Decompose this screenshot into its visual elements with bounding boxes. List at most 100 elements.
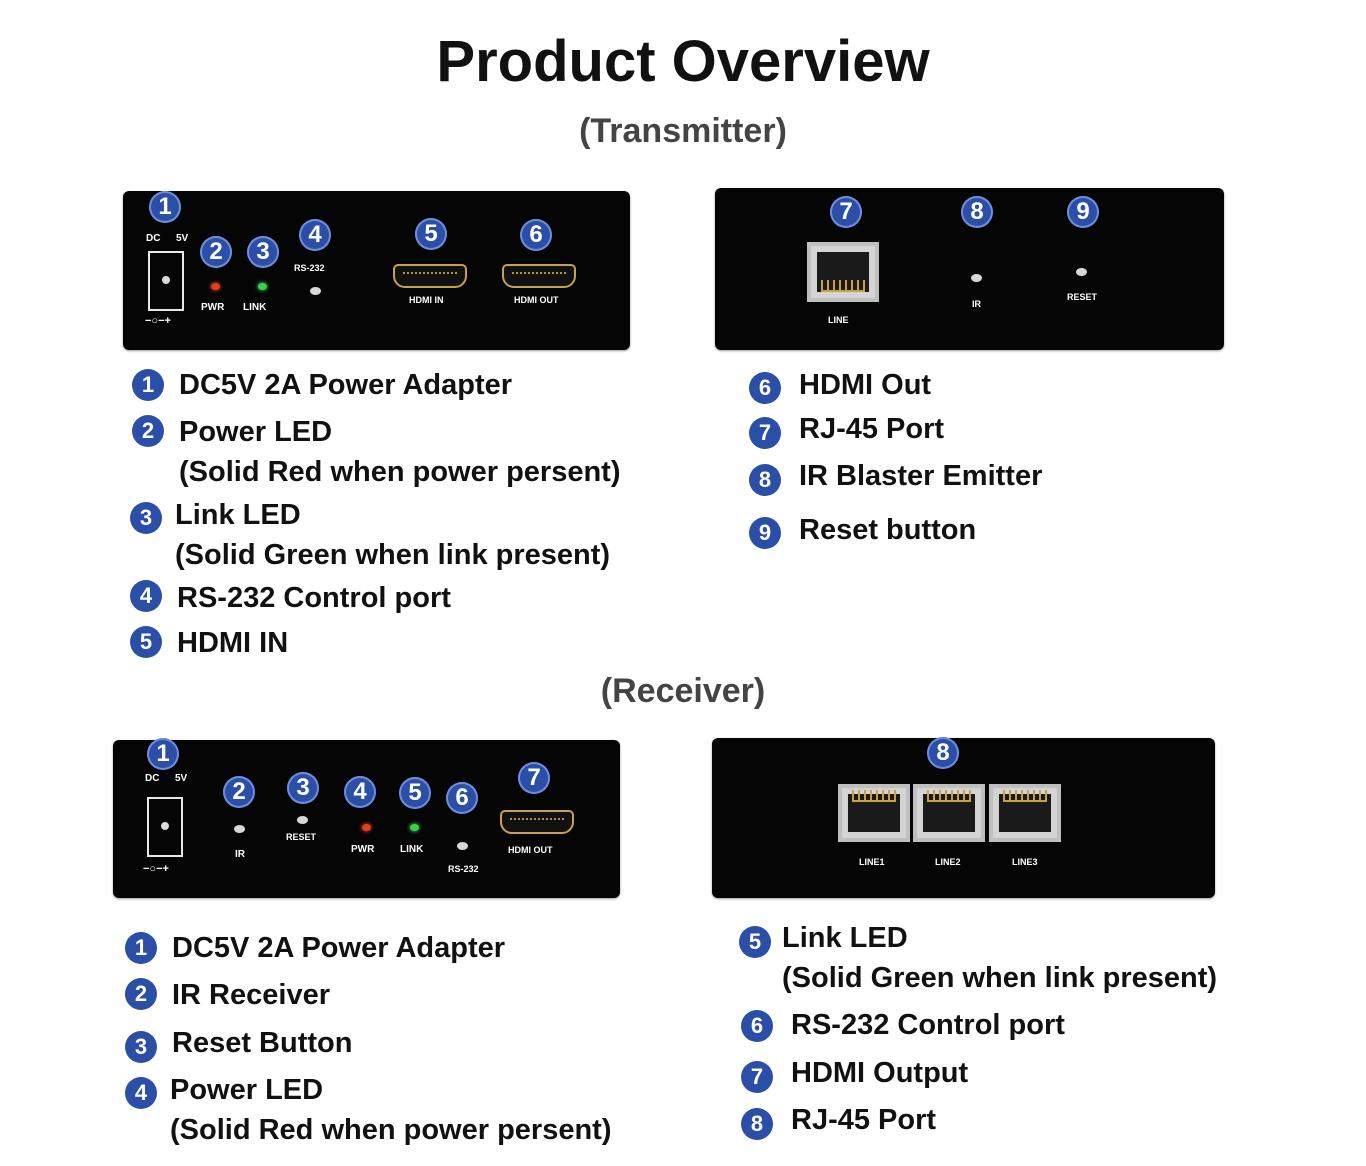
page-title: Product Overview [436,29,930,94]
tx-legend-item-9: Reset button [799,514,977,546]
rx-legend-item-2: IR Receiver [172,979,330,1011]
dc-power-jack [148,251,184,311]
rj45-port [807,242,879,302]
ir-label: IR [972,299,981,309]
rx-legend-badge-4: 4 [125,1077,157,1109]
dc-polarity-symbol: −○−+ [145,315,171,327]
line2-label: LINE2 [935,857,961,867]
rx-ir-label: IR [235,849,245,860]
rx-legend-badge-5: 5 [739,926,771,958]
rx-hdmi-out-port [500,810,574,834]
link-label: LINK [243,302,267,313]
callout-badge-2: 2 [200,236,232,268]
receiver-back-panel: 8 LINE1 LINE2 LINE3 [712,737,1215,898]
callout-badge-5: 5 [415,218,447,250]
hdmi-in-label: HDMI IN [409,295,444,305]
rx-dc-polarity-symbol: −○−+ [143,863,169,875]
rj45-port-line1 [838,784,910,842]
legend-badge-6: 6 [749,372,781,404]
rx-callout-badge-3: 3 [287,772,319,804]
rx-legend-note-4: (Solid Red when power persent) [170,1114,612,1146]
rx-legend-note-5: (Solid Green when link present) [782,962,1218,994]
rx-legend-badge-6: 6 [741,1010,773,1042]
rx-legend-item-5: Link LED [782,922,908,954]
rx-dc-power-jack [147,797,183,857]
rx-legend-item-7: HDMI Output [791,1057,969,1089]
rj45-port-line2 [913,784,985,842]
rx-callout-badge-4: 4 [344,776,376,808]
callout-badge-9: 9 [1067,196,1099,228]
tx-legend-item-8: IR Blaster Emitter [799,460,1043,492]
legend-badge-1: 1 [132,369,164,401]
rx-callout-badge-1: 1 [147,738,179,770]
rx-dc-volt-label: 5V [175,773,188,784]
reset-button [1076,268,1087,276]
receiver-heading: (Receiver) [600,672,766,710]
tx-legend-item-6: HDMI Out [799,369,932,401]
pwr-label: PWR [201,302,225,313]
legend-badge-7: 7 [749,417,781,449]
tx-legend-item-5: HDMI IN [177,627,289,659]
rx-reset-button [297,816,308,824]
tx-legend-item-2: Power LED [179,416,333,448]
ir-emitter [971,274,982,282]
line-label: LINE [828,315,849,325]
rx-legend-item-3: Reset Button [172,1027,353,1059]
legend-badge-4: 4 [130,580,162,612]
rx-legend-badge-7: 7 [741,1061,773,1093]
line3-label: LINE3 [1012,857,1038,867]
dc-volt-label: 5V [176,233,189,244]
receiver-front-panel: 1 DC 5V −○−+ 2 IR 3 RESET 4 PWR 5 LINK 6… [113,738,620,898]
tx-legend-note-2: (Solid Red when power persent) [179,456,621,488]
callout-badge-1: 1 [149,191,181,223]
rs232-label: RS-232 [294,263,325,273]
rx-legend-item-6: RS-232 Control port [791,1009,1065,1041]
rx-ir-receiver [234,825,245,833]
hdmi-out-label: HDMI OUT [514,295,559,305]
hdmi-out-port [502,264,576,288]
rx-legend-badge-3: 3 [125,1031,157,1063]
callout-badge-3: 3 [247,236,279,268]
rx-callout-badge-6: 6 [446,782,478,814]
rx-callout-badge-2: 2 [223,776,255,808]
rx-link-led [410,824,419,831]
rx-hdmi-out-label: HDMI OUT [508,845,553,855]
legend-badge-2: 2 [132,415,164,447]
hdmi-in-port [393,264,467,288]
rx-reset-label: RESET [286,832,317,842]
rx-rs232-label: RS-232 [448,864,479,874]
rx-power-led [362,824,371,831]
reset-label: RESET [1067,292,1098,302]
rj45-port-line3 [989,784,1061,842]
tx-legend-item-3: Link LED [175,499,301,531]
rx-legend-item-4: Power LED [170,1074,324,1106]
rx-link-label: LINK [400,844,424,855]
tx-legend-note-3: (Solid Green when link present) [175,539,611,571]
rx-dc-label: DC [145,773,160,784]
rx-rs232-port [457,842,468,850]
rx-pwr-label: PWR [351,844,375,855]
rx-callout-badge-5: 5 [399,777,431,809]
rx-legend-item-8: RJ-45 Port [791,1104,937,1136]
rx-callout-badge-8: 8 [927,737,959,769]
rx-legend-badge-1: 1 [125,932,157,964]
rx-legend-item-1: DC5V 2A Power Adapter [172,932,506,964]
transmitter-heading: (Transmitter) [579,112,787,150]
transmitter-front-panel: 1 DC 5V −○−+ 2 PWR 3 LINK 4 RS-232 5 HDM… [123,191,630,350]
rs232-port [310,287,321,295]
rx-legend-badge-8: 8 [741,1108,773,1140]
callout-badge-6: 6 [520,219,552,251]
legend-badge-5: 5 [130,626,162,658]
tx-legend-item-7: RJ-45 Port [799,413,945,445]
callout-badge-8: 8 [961,196,993,228]
power-led [211,283,220,290]
transmitter-back-panel: 7 LINE 8 IR 9 RESET [715,188,1224,350]
rx-legend-badge-2: 2 [125,978,157,1010]
legend-badge-9: 9 [749,517,781,549]
tx-legend-item-1: DC5V 2A Power Adapter [179,369,513,401]
callout-badge-4: 4 [299,219,331,251]
legend-badge-8: 8 [749,464,781,496]
legend-badge-3: 3 [130,502,162,534]
line1-label: LINE1 [859,857,885,867]
link-led [258,283,267,290]
